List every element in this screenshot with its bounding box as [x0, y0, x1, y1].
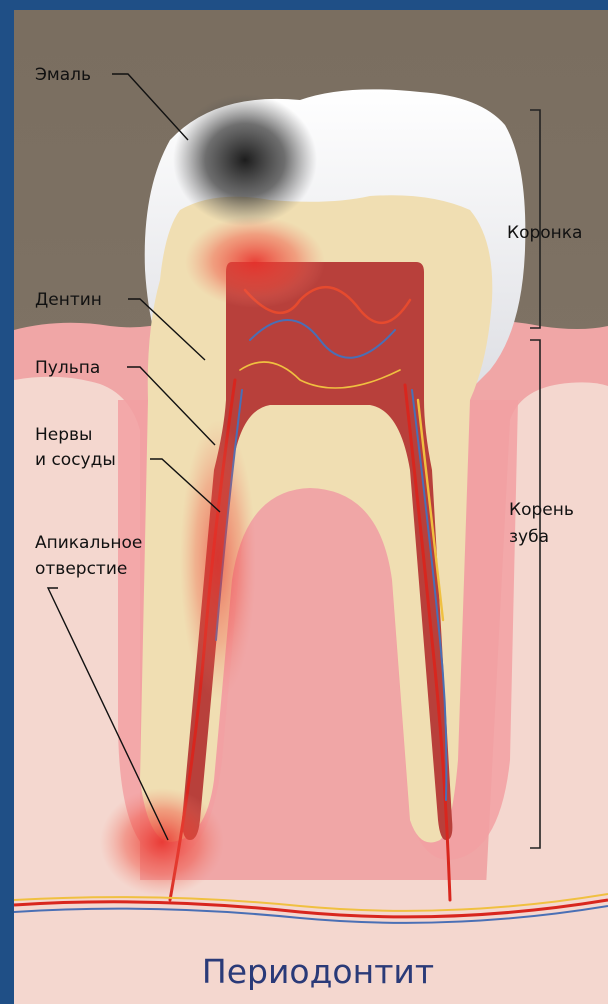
label-nerves-line2: и сосуды: [35, 450, 116, 470]
crown-inflammation: [185, 216, 325, 308]
label-root-line2: зуба: [509, 527, 549, 547]
diagram-title: Периодонтит: [202, 952, 434, 991]
label-pulp: Пульпа: [35, 358, 100, 378]
label-root-line1: Корень: [509, 500, 574, 520]
apical-inflammation: [100, 788, 224, 896]
label-apical-line2: отверстие: [35, 559, 127, 579]
label-crown: Коронка: [507, 223, 582, 243]
label-nerves-line1: Нервы: [35, 425, 92, 445]
label-dentin: Дентин: [35, 290, 102, 310]
label-enamel: Эмаль: [35, 65, 91, 85]
caries-cavity: [173, 94, 317, 226]
root-canal-inflammation: [180, 420, 256, 700]
label-apical-line1: Апикальное: [35, 533, 142, 553]
